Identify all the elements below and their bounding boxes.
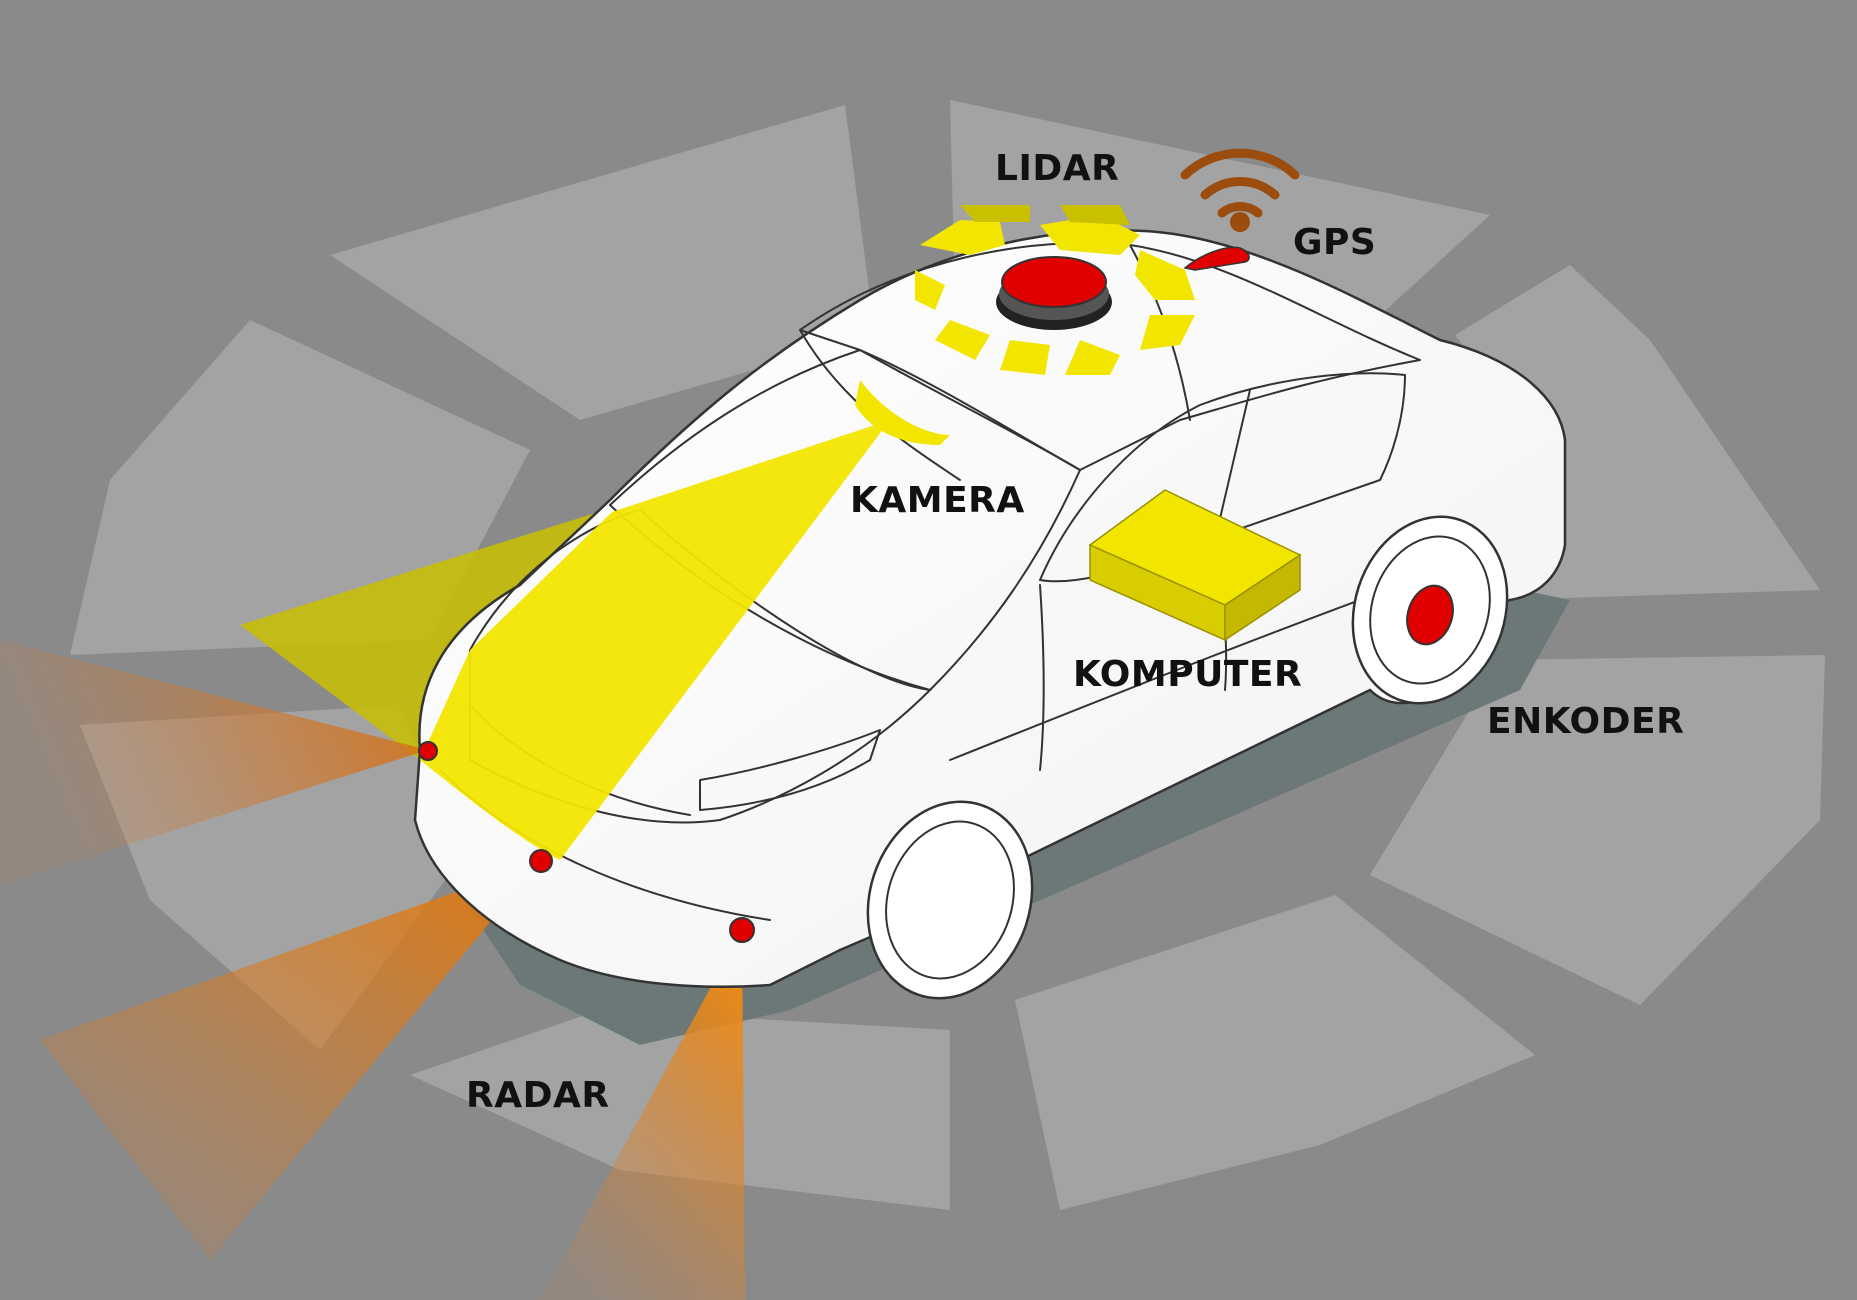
lidar-segment	[1140, 315, 1195, 350]
computer-box	[1088, 489, 1302, 642]
wifi-signal-icon	[1180, 148, 1300, 232]
lidar-segment	[1065, 340, 1120, 375]
camera-mount	[855, 380, 950, 445]
ring-segment	[1370, 655, 1825, 1005]
encoder-label: ENKODER	[1487, 701, 1684, 742]
radar-sensor-left	[418, 741, 438, 761]
window-pillar	[1214, 389, 1251, 541]
car	[413, 228, 1567, 1000]
camera-beam	[420, 420, 890, 860]
ring-segment	[1015, 895, 1535, 1210]
radar-beam-right	[540, 930, 745, 1300]
lidar-segment-far	[1060, 205, 1130, 225]
lidar-segment	[920, 220, 1005, 255]
lidar-segment	[915, 270, 945, 310]
radar-beam-left	[0, 640, 428, 885]
lidar-segment	[1135, 250, 1195, 300]
camera-label: KAMERA	[850, 480, 1025, 521]
windshield	[609, 349, 1081, 691]
lidar-segment	[1000, 340, 1050, 375]
radar-beam-center	[40, 862, 540, 1260]
gps-antenna	[1183, 246, 1250, 271]
lidar-unit	[996, 256, 1112, 330]
ring-segment	[330, 105, 875, 420]
gps-label: GPS	[1293, 222, 1376, 263]
headlight	[699, 729, 881, 811]
car-body	[413, 228, 1567, 988]
computer-label: KOMPUTER	[1073, 654, 1302, 695]
radar-sensor-right	[729, 917, 755, 943]
front-wheel	[866, 800, 1034, 1000]
lidar-segment	[935, 320, 990, 360]
lidar-segment	[1040, 215, 1140, 255]
lidar-segment-far	[960, 205, 1030, 222]
radar-sensor-center	[529, 849, 553, 873]
radar-label: RADAR	[466, 1075, 610, 1116]
rear-wheel	[1351, 515, 1509, 705]
lidar-label: LIDAR	[995, 148, 1119, 189]
door-line	[1039, 584, 1045, 771]
encoder-sensor	[1406, 584, 1454, 646]
lidar-sweep	[915, 205, 1195, 375]
